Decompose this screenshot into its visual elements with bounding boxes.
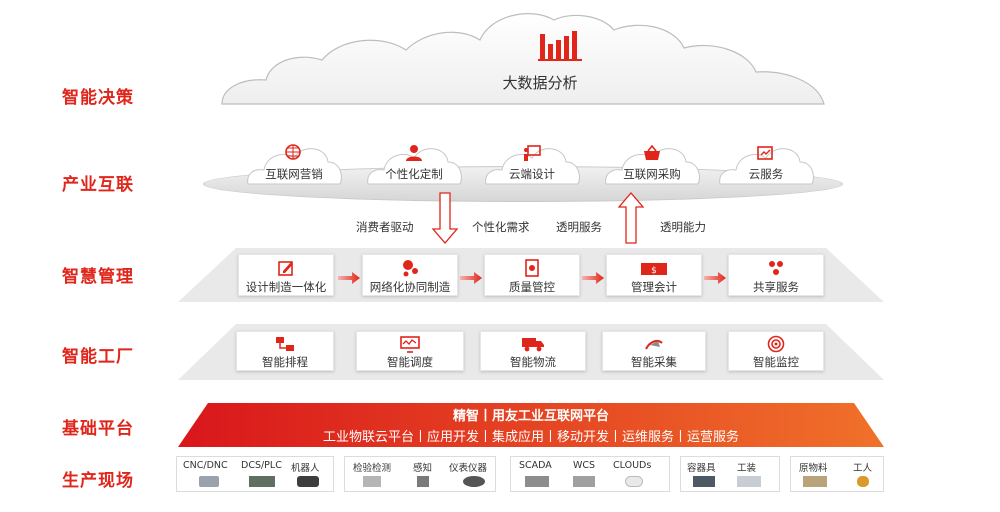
flow-text-demand: 个性化需求	[472, 219, 530, 235]
factory-item-logistics: 智能物流	[480, 331, 586, 371]
container-icon	[693, 476, 715, 487]
down-arrow	[432, 192, 458, 244]
cnc-machine-icon	[199, 476, 219, 487]
money-icon: $	[640, 259, 668, 277]
big-data-cloud	[218, 8, 840, 108]
row-label-production: 生产现场	[62, 466, 172, 491]
row-label-platform: 基础平台	[62, 414, 172, 439]
robot-arm-icon	[297, 476, 319, 487]
management-item-accounting: $ 管理会计	[606, 254, 702, 296]
right-arrow-icon	[582, 269, 604, 281]
right-arrow-icon	[460, 269, 482, 281]
row-label-management: 智慧管理	[62, 262, 172, 287]
platform-subtitle: 工业物联云平台丨应用开发丨集成应用丨移动开发丨运维服务丨运营服务	[178, 426, 884, 445]
schedule-icon	[275, 335, 295, 353]
bar-chart-icon	[538, 28, 584, 62]
production-group-systems: SCADA WCS CLOUDs	[510, 456, 670, 492]
row-label-decision: 智能决策	[62, 83, 172, 108]
up-arrow	[618, 192, 644, 244]
industry-item-label: 云服务	[716, 166, 816, 182]
plc-panel-icon	[249, 476, 275, 487]
management-item-quality: 质量管控	[484, 254, 580, 296]
right-arrow-icon	[338, 269, 360, 281]
flow-text-transparent-service: 透明服务	[556, 219, 602, 235]
factory-item-dispatch: 智能调度	[356, 331, 464, 371]
production-group-tooling: 容器具 工装	[680, 456, 780, 492]
design-board-icon	[522, 144, 542, 162]
truck-icon	[521, 335, 545, 353]
industry-item-label: 互联网营销	[244, 166, 344, 182]
scada-terminal-icon	[525, 476, 549, 487]
share-icon	[766, 259, 786, 277]
collect-icon	[644, 335, 664, 353]
monitor-icon	[400, 335, 420, 353]
material-box-icon	[803, 476, 827, 487]
industry-item-label: 个性化定制	[364, 166, 464, 182]
management-item-network: 网络化协同制造	[362, 254, 458, 296]
worker-icon	[857, 476, 869, 487]
management-item-share: 共享服务	[728, 254, 824, 296]
industry-item-label: 互联网采购	[602, 166, 702, 182]
cloud-icon	[625, 476, 643, 487]
production-group-control: CNC/DNC DCS/PLC 机器人	[176, 456, 334, 492]
industry-item-label: 云端设计	[482, 166, 582, 182]
sensor-icon	[417, 476, 429, 487]
globe-cart-icon	[284, 144, 304, 162]
target-icon	[766, 335, 786, 353]
platform-title: 精智丨用友工业互联网平台	[178, 405, 884, 424]
industry-item-design: 云端设计	[482, 140, 582, 186]
platform-banner: 精智丨用友工业互联网平台 工业物联云平台丨应用开发丨集成应用丨移动开发丨运维服务…	[178, 403, 884, 447]
quality-icon	[522, 259, 542, 277]
factory-item-collect: 智能采集	[602, 331, 706, 371]
wcs-server-icon	[573, 476, 595, 487]
industry-item-procurement: 互联网采购	[602, 140, 702, 186]
flow-text-consumer: 消费者驱动	[356, 219, 414, 235]
basket-icon	[642, 144, 662, 162]
svg-text:$: $	[651, 266, 657, 276]
factory-item-schedule: 智能排程	[236, 331, 334, 371]
industry-item-cloud-service: 云服务	[716, 140, 816, 186]
factory-item-monitor: 智能监控	[728, 331, 824, 371]
fixture-icon	[737, 476, 761, 487]
inspection-device-icon	[363, 476, 381, 487]
cloud-service-icon	[756, 144, 776, 162]
network-icon	[400, 259, 420, 277]
production-group-inspection: 检验检测 感知 仪表仪器	[344, 456, 496, 492]
industry-item-marketing: 互联网营销	[244, 140, 344, 186]
edit-icon	[276, 259, 296, 277]
row-label-factory: 智能工厂	[62, 342, 172, 367]
right-arrow-icon	[704, 269, 726, 281]
decision-title: 大数据分析	[440, 72, 640, 93]
management-item-design: 设计制造一体化	[238, 254, 334, 296]
row-label-industry: 产业互联	[62, 170, 172, 195]
industry-item-custom: 个性化定制	[364, 140, 464, 186]
person-icon	[404, 144, 424, 162]
flow-text-transparent-capability: 透明能力	[660, 219, 706, 235]
gauge-icon	[463, 476, 485, 487]
production-group-resources: 原物料 工人	[790, 456, 884, 492]
